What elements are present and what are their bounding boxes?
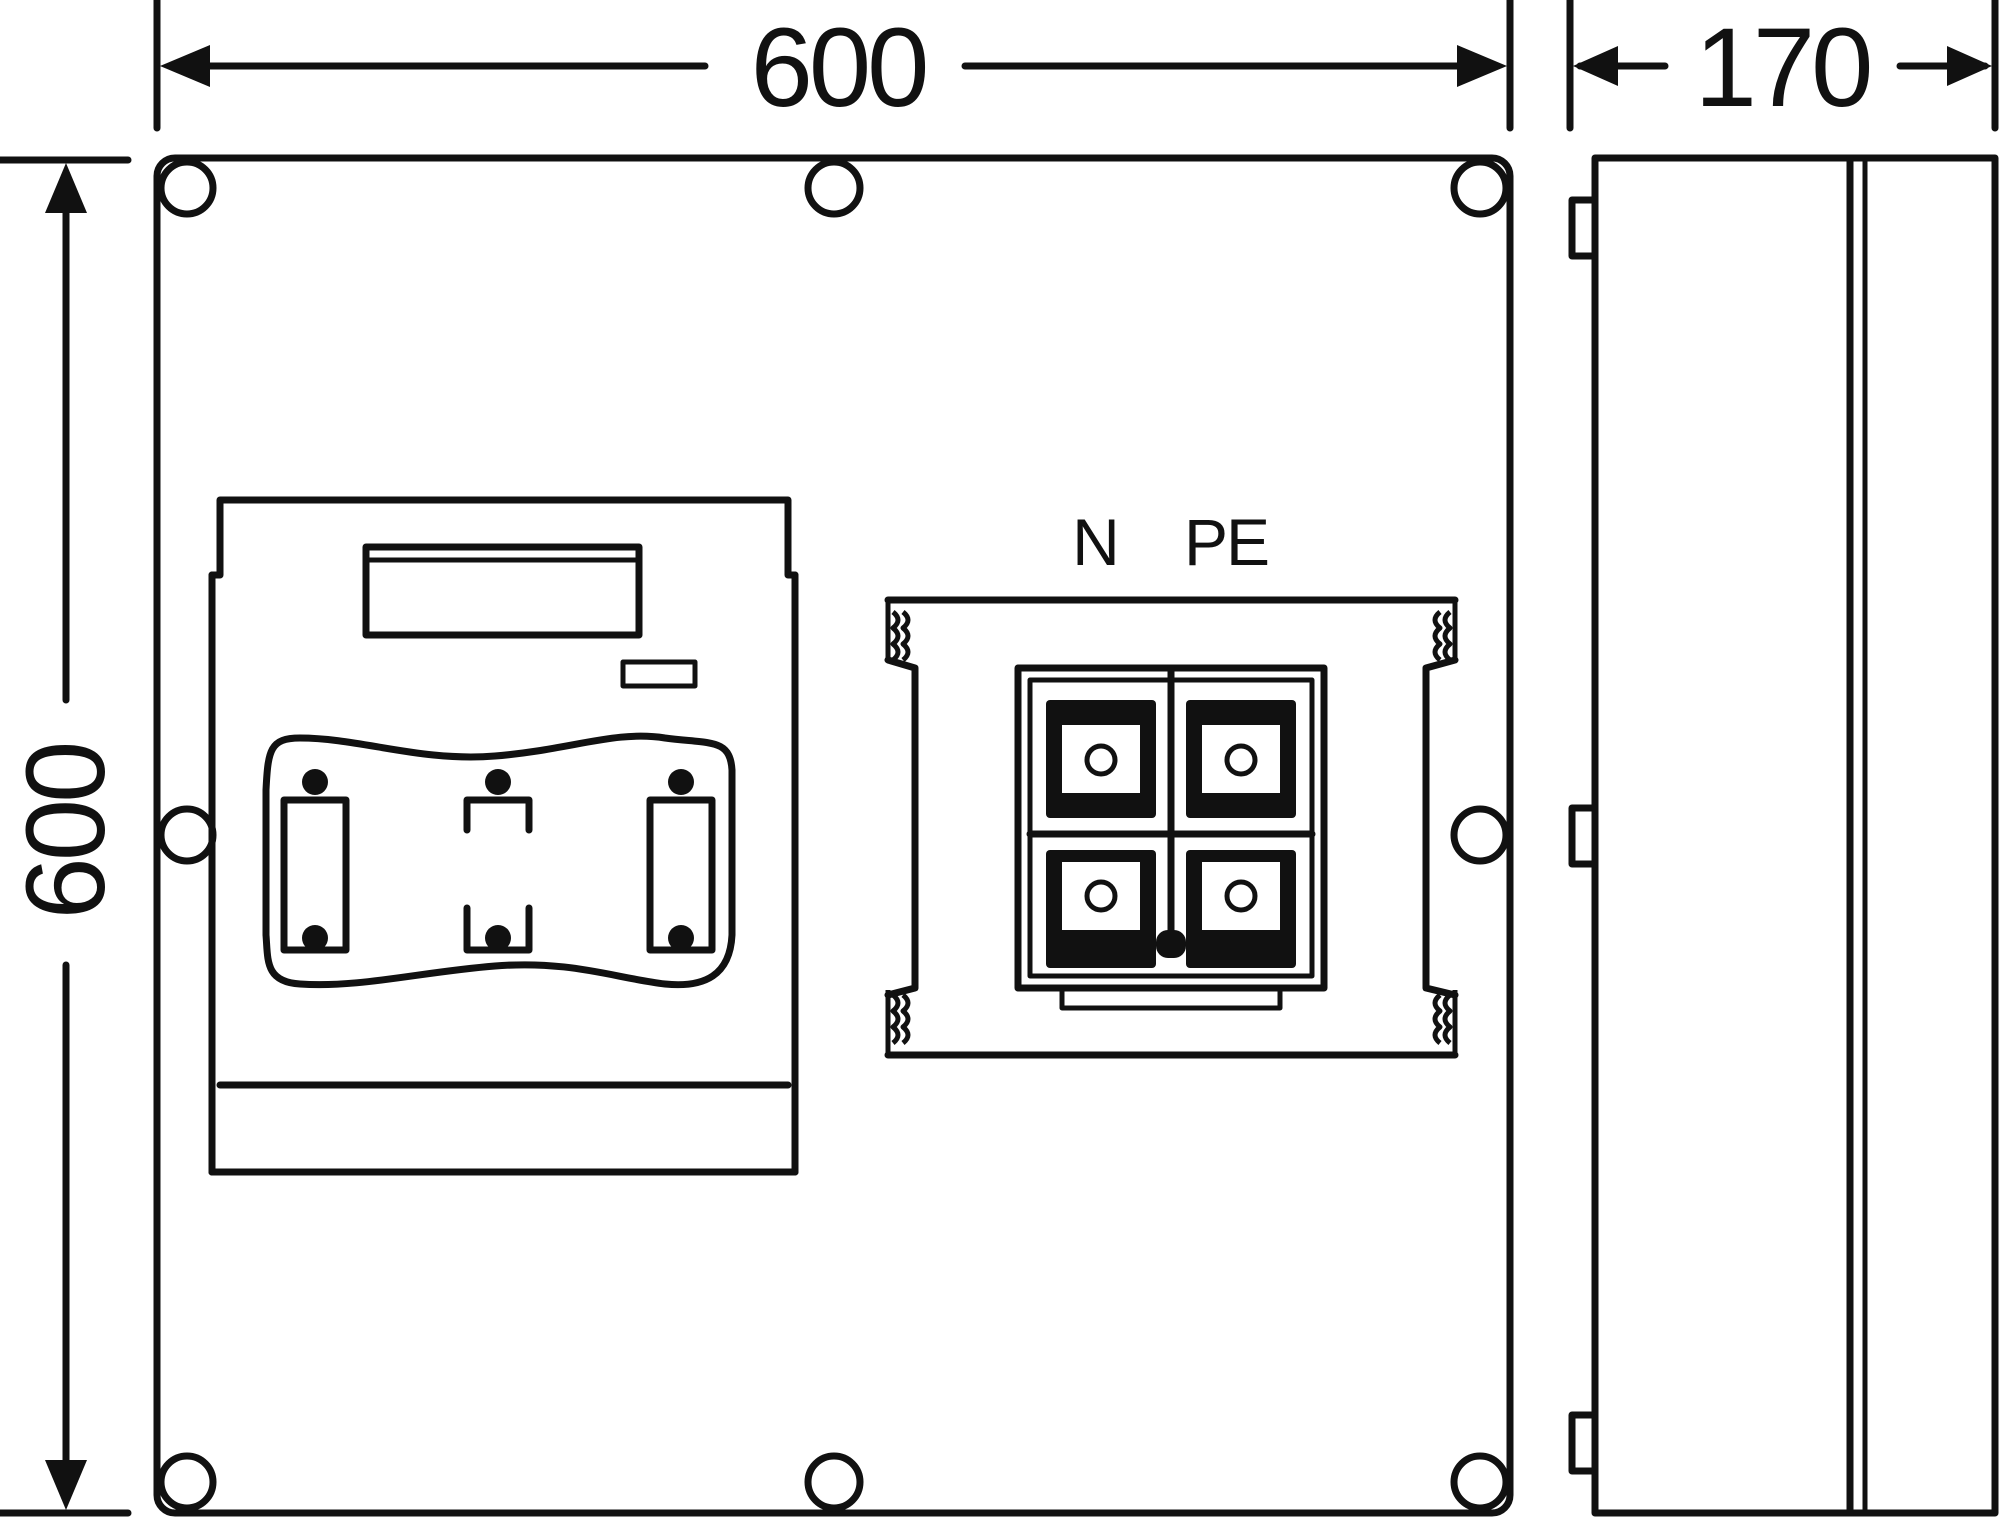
fuse-carrier-l3 bbox=[646, 769, 716, 954]
label-window bbox=[362, 543, 643, 639]
width-dimension: 600 bbox=[153, 0, 1514, 132]
fuse-carrier-l1 bbox=[280, 769, 350, 954]
terminal-pe-upper bbox=[1186, 700, 1296, 818]
fuse-switch-disconnector bbox=[208, 496, 799, 1176]
side-view bbox=[1568, 154, 1999, 1517]
height-dimension: 600 bbox=[0, 156, 132, 1517]
neutral-terminal-label: N bbox=[1072, 505, 1118, 579]
fuse-carrier-l2 bbox=[463, 769, 533, 954]
terminal-pe-lower bbox=[1186, 850, 1296, 968]
enclosure-side-outline bbox=[1591, 154, 1999, 1517]
earth-terminal-label: PE bbox=[1184, 505, 1268, 579]
depth-dimension-label: 170 bbox=[1695, 5, 1870, 130]
rail-clips bbox=[890, 610, 1453, 1045]
terminal-n-upper bbox=[1046, 700, 1156, 818]
width-dimension-label: 600 bbox=[751, 5, 926, 130]
terminal-block bbox=[884, 596, 1459, 1059]
enclosure-front-outline bbox=[153, 154, 1514, 1517]
side-hinges bbox=[1568, 196, 1599, 1475]
height-dimension-label: 600 bbox=[3, 745, 128, 920]
indicator-slot bbox=[620, 659, 698, 689]
front-view: N PE bbox=[153, 154, 1514, 1517]
mounting-holes bbox=[157, 158, 1510, 1512]
depth-dimension: 170 bbox=[1566, 0, 1999, 132]
terminal-n-lower bbox=[1046, 850, 1156, 968]
fuse-cover bbox=[262, 732, 736, 989]
